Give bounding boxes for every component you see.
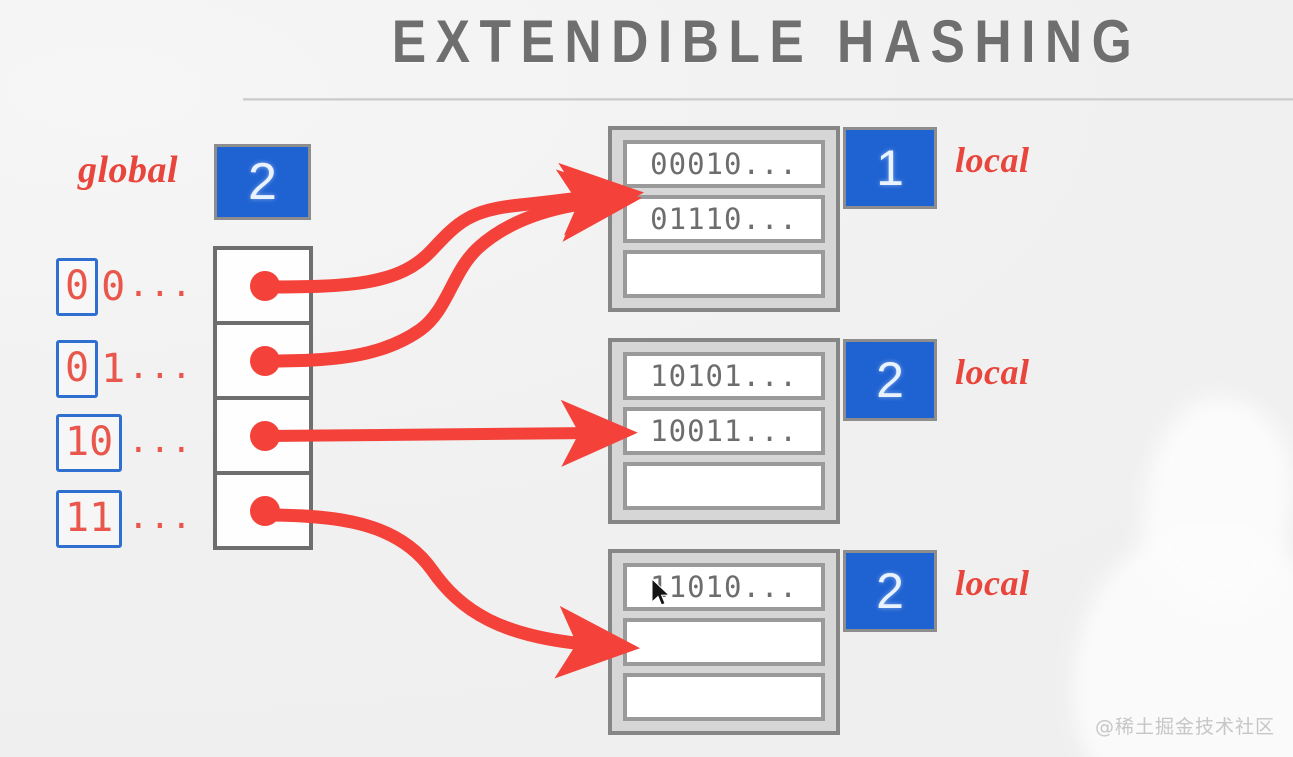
bucket-0: 00010... 01110... <box>608 126 840 312</box>
mouse-cursor-icon <box>651 578 671 606</box>
directory-key-01-outside-bits: 1 <box>101 346 126 392</box>
global-depth-label: global <box>78 149 179 191</box>
page-title: EXTENDIBLE HASHING <box>391 8 1142 75</box>
directory-key-00-boxed-bits: 0 <box>56 258 99 316</box>
directory-key-10-ellipsis: ... <box>128 420 193 461</box>
bucket-1: 10101... 10011... <box>608 338 840 524</box>
directory-slot-2[interactable] <box>217 400 309 475</box>
bucket-2-slot-1[interactable] <box>623 618 825 666</box>
bucket-1-slot-1[interactable]: 10011... <box>623 407 825 455</box>
directory-pointer-dot-0 <box>250 270 280 301</box>
directory-key-10-boxed-bits: 10 <box>56 414 123 472</box>
bucket-2-local-depth-label: local <box>955 563 1030 603</box>
directory-key-11-ellipsis: ... <box>128 496 193 537</box>
background-blur-shape-secondary <box>1143 397 1293 607</box>
bucket-1-local-depth-badge: 2 <box>843 339 937 421</box>
bucket-0-local-depth-badge: 1 <box>843 127 937 209</box>
global-depth-badge: 2 <box>214 144 311 220</box>
directory-pointer-dot-1 <box>250 345 280 376</box>
directory-pointer-dot-2 <box>250 420 280 451</box>
directory-key-01-boxed-bits: 0 <box>56 340 99 398</box>
directory-key-01: 0 1 ... <box>56 340 193 398</box>
directory-key-10: 10 ... <box>56 414 193 472</box>
directory-key-01-ellipsis: ... <box>128 346 193 387</box>
bucket-2-local-depth-badge: 2 <box>843 550 937 632</box>
directory-key-11: 11 ... <box>56 490 193 548</box>
directory-key-11-boxed-bits: 11 <box>56 490 123 548</box>
directory-slot-3[interactable] <box>217 475 309 546</box>
directory-key-00: 0 0 ... <box>56 258 193 316</box>
bucket-1-slot-2[interactable] <box>623 462 825 510</box>
directory-array <box>213 246 313 550</box>
bucket-2-slot-0[interactable]: 11010... <box>623 563 825 611</box>
title-divider <box>243 98 1293 101</box>
bucket-2-slot-2[interactable] <box>623 673 825 721</box>
bucket-0-slot-1[interactable]: 01110... <box>623 195 825 243</box>
bucket-0-local-depth-label: local <box>955 140 1030 180</box>
directory-key-00-outside-bits: 0 <box>101 264 126 310</box>
watermark: @稀土掘金技术社区 <box>1094 716 1275 738</box>
bucket-0-slot-2[interactable] <box>623 250 825 298</box>
bucket-1-local-depth-label: local <box>955 352 1030 392</box>
bucket-2: 11010... <box>608 549 840 735</box>
directory-slot-0[interactable] <box>217 250 309 325</box>
bucket-1-slot-0[interactable]: 10101... <box>623 352 825 400</box>
directory-key-00-ellipsis: ... <box>128 264 193 305</box>
directory-slot-1[interactable] <box>217 325 309 400</box>
directory-pointer-dot-3 <box>250 495 280 526</box>
bucket-0-slot-0[interactable]: 00010... <box>623 140 825 188</box>
